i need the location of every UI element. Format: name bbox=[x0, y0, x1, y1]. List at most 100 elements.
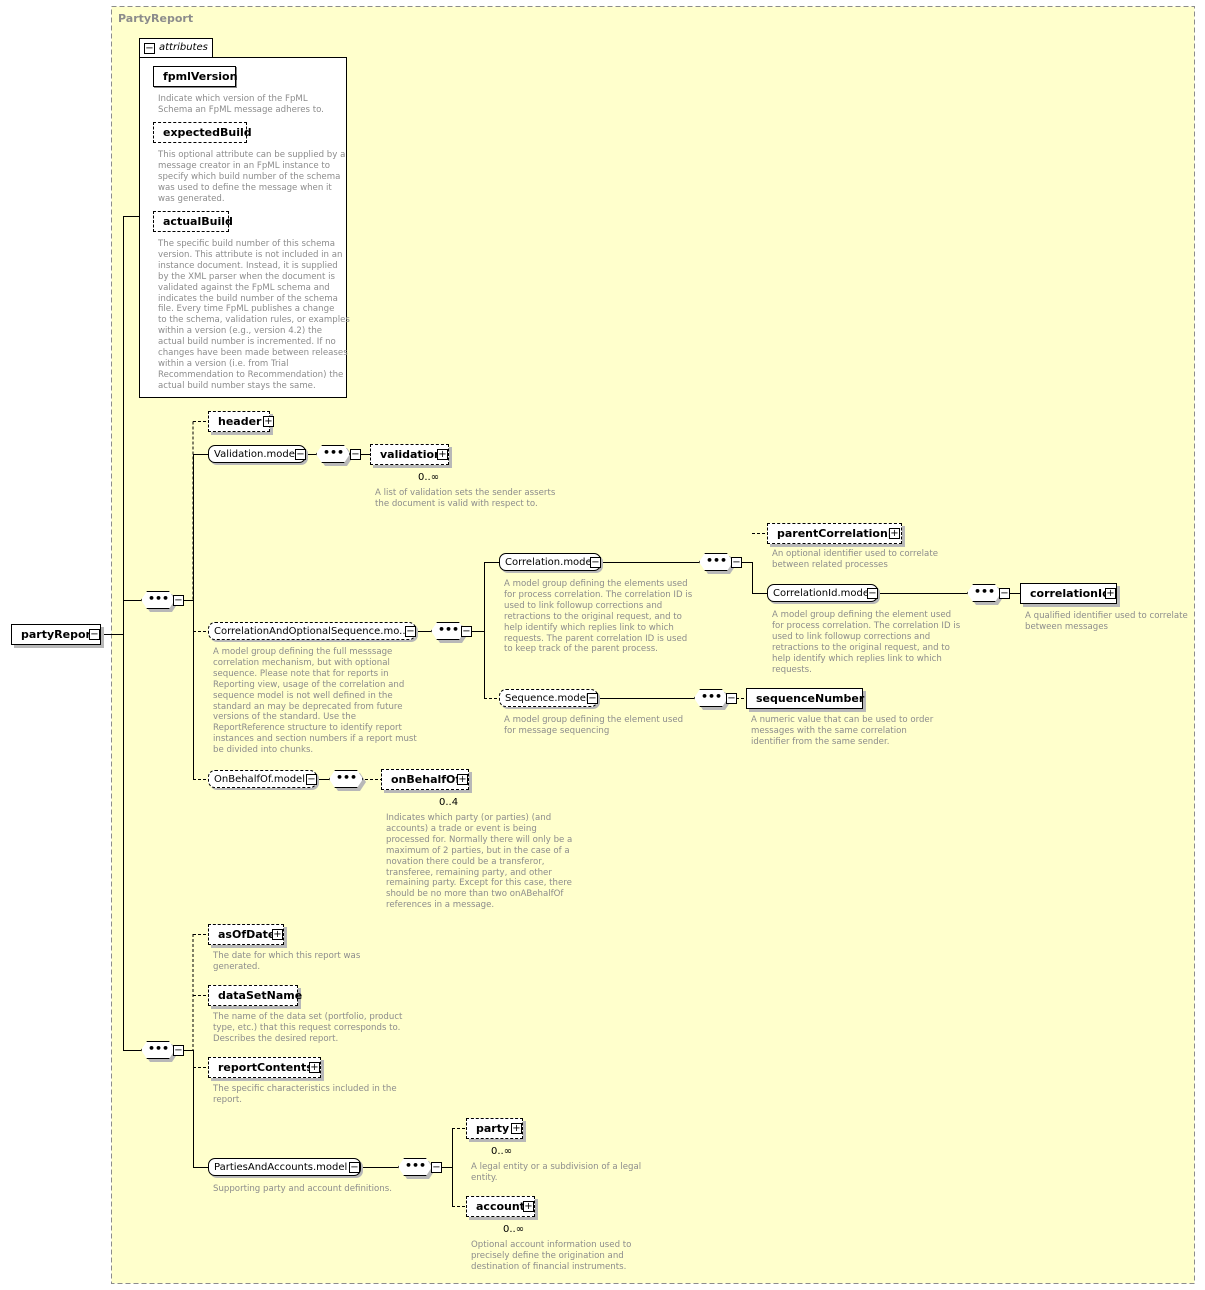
collapse-icon[interactable]: − bbox=[350, 449, 361, 460]
sequence-icon: ••• bbox=[405, 1159, 427, 1172]
optional-connectors bbox=[192, 421, 767, 1207]
group-correlation-model[interactable]: Correlation.model bbox=[499, 553, 601, 571]
element-data-set-name[interactable]: dataSetName bbox=[208, 985, 302, 1006]
collapse-icon[interactable]: − bbox=[867, 588, 878, 599]
sequence-compositor[interactable] bbox=[316, 445, 350, 463]
collapse-icon[interactable]: − bbox=[999, 588, 1010, 599]
attribute-label: actualBuild bbox=[163, 215, 233, 228]
element-description: An optional identifier used to correlate… bbox=[772, 549, 938, 570]
root-element[interactable]: partyReport bbox=[11, 624, 101, 645]
collapse-icon[interactable]: − bbox=[461, 626, 472, 637]
root-label: partyReport bbox=[21, 628, 97, 641]
group-description: A model group defining the full messsage… bbox=[213, 647, 417, 756]
element-correlation-id[interactable]: correlationId bbox=[1020, 583, 1117, 604]
group-label: CorrelationId.model bbox=[773, 587, 872, 599]
element-description: A list of validation sets the sender ass… bbox=[375, 488, 556, 509]
element-label: header bbox=[218, 415, 262, 428]
expand-icon[interactable]: + bbox=[263, 416, 274, 427]
element-header[interactable]: header bbox=[208, 411, 270, 432]
element-on-behalf-of[interactable]: onBehalfOf bbox=[381, 769, 469, 790]
collapse-icon[interactable]: − bbox=[89, 629, 100, 640]
element-label: dataSetName bbox=[218, 989, 303, 1002]
cardinality: 0..∞ bbox=[503, 1224, 525, 1235]
element-validation[interactable]: validation bbox=[370, 444, 449, 465]
expand-icon[interactable]: + bbox=[889, 528, 900, 539]
container-title: PartyReport bbox=[118, 12, 194, 25]
element-description: A qualified identifier used to correlate… bbox=[1025, 611, 1188, 632]
group-sequence-model[interactable]: Sequence.model bbox=[499, 689, 598, 707]
collapse-icon[interactable]: − bbox=[590, 557, 601, 568]
collapse-icon[interactable]: − bbox=[295, 449, 306, 460]
element-label: reportContents bbox=[218, 1061, 313, 1074]
element-account[interactable]: account bbox=[466, 1196, 535, 1217]
element-label: onBehalfOf bbox=[391, 773, 461, 786]
sequence-icon: ••• bbox=[438, 623, 460, 636]
expand-icon[interactable]: + bbox=[309, 1062, 320, 1073]
collapse-icon[interactable]: − bbox=[731, 557, 742, 568]
attribute-description: The specific build number of this schema… bbox=[158, 239, 350, 391]
group-label: Validation.model bbox=[214, 448, 298, 460]
element-description: The name of the data set (portfolio, pro… bbox=[213, 1012, 403, 1044]
expand-icon[interactable]: + bbox=[523, 1201, 534, 1212]
sequence-icon: ••• bbox=[974, 585, 996, 598]
collapse-icon[interactable]: − bbox=[306, 774, 317, 785]
collapse-icon[interactable]: − bbox=[173, 595, 184, 606]
element-label: validation bbox=[380, 448, 442, 461]
element-label: correlationId bbox=[1030, 587, 1110, 600]
group-on-behalf-of-model[interactable]: OnBehalfOf.model bbox=[208, 770, 317, 788]
expand-icon[interactable]: + bbox=[1105, 588, 1116, 599]
element-label: asOfDate bbox=[218, 928, 276, 941]
element-report-contents[interactable]: reportContents bbox=[208, 1057, 321, 1078]
expand-icon[interactable]: + bbox=[457, 774, 468, 785]
sequence-compositor[interactable] bbox=[329, 770, 363, 788]
collapse-icon[interactable]: − bbox=[726, 693, 737, 704]
sequence-icon: ••• bbox=[336, 771, 358, 784]
element-description: A numeric value that can be used to orde… bbox=[751, 715, 934, 747]
attribute-expectedbuild[interactable]: expectedBuild bbox=[153, 122, 252, 143]
collapse-icon[interactable]: − bbox=[349, 1162, 360, 1173]
element-party[interactable]: party bbox=[466, 1118, 523, 1139]
attributes-tab[interactable]: − attributes bbox=[139, 38, 213, 58]
group-correlation-id-model[interactable]: CorrelationId.model bbox=[767, 584, 878, 602]
attribute-description: This optional attribute can be supplied … bbox=[158, 150, 346, 204]
group-label: Sequence.model bbox=[505, 692, 589, 704]
attribute-actualbuild[interactable]: actualBuild bbox=[153, 211, 233, 232]
group-description: Supporting party and account definitions… bbox=[213, 1184, 392, 1194]
element-description: A legal entity or a subdivision of a leg… bbox=[471, 1162, 642, 1183]
attributes-title: attributes bbox=[159, 42, 208, 53]
element-description: The specific characteristics included in… bbox=[213, 1084, 397, 1105]
group-label: Correlation.model bbox=[505, 556, 595, 568]
attribute-label: expectedBuild bbox=[163, 126, 252, 139]
attributes-panel bbox=[139, 57, 347, 398]
element-sequence-number[interactable]: sequenceNumber bbox=[746, 688, 864, 709]
attribute-label: fpmlVersion bbox=[163, 70, 238, 83]
collapse-icon[interactable]: − bbox=[431, 1162, 442, 1173]
sequence-icon: ••• bbox=[323, 446, 345, 459]
element-label: party bbox=[476, 1122, 510, 1135]
expand-icon[interactable]: + bbox=[272, 929, 283, 940]
collapse-icon[interactable]: − bbox=[144, 43, 155, 54]
group-correlation-optional-sequence[interactable]: CorrelationAndOptionalSequence.mo... bbox=[208, 622, 416, 640]
sequence-icon: ••• bbox=[148, 1042, 170, 1055]
group-parties-and-accounts-model[interactable]: PartiesAndAccounts.model bbox=[208, 1158, 361, 1176]
collapse-icon[interactable]: − bbox=[405, 626, 416, 637]
collapse-icon[interactable]: − bbox=[587, 693, 598, 704]
expand-icon[interactable]: + bbox=[437, 449, 448, 460]
group-label: PartiesAndAccounts.model bbox=[214, 1161, 348, 1173]
expand-icon[interactable]: + bbox=[511, 1123, 522, 1134]
element-label: parentCorrelationId bbox=[777, 527, 900, 540]
cardinality: 0..∞ bbox=[491, 1146, 513, 1157]
collapse-icon[interactable]: − bbox=[173, 1045, 184, 1056]
element-as-of-date[interactable]: asOfDate bbox=[208, 924, 284, 945]
attribute-fpmlversion[interactable]: fpmlVersion bbox=[153, 66, 238, 87]
group-label: OnBehalfOf.model bbox=[214, 773, 305, 785]
group-validation-model[interactable]: Validation.model bbox=[208, 445, 306, 463]
element-parent-correlation-id[interactable]: parentCorrelationId bbox=[767, 523, 902, 544]
element-label: account bbox=[476, 1200, 525, 1213]
sequence-icon: ••• bbox=[148, 592, 170, 605]
